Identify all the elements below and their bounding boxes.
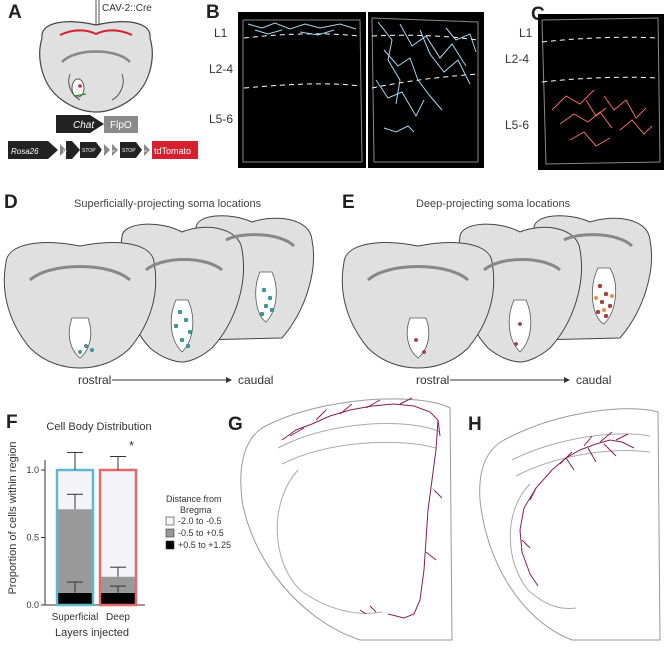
- soma-dots-e: [414, 283, 613, 355]
- layer-label-l24-b: L2-4: [209, 62, 234, 76]
- neuron-trace-g: [281, 397, 443, 619]
- bar-segment: [57, 592, 93, 605]
- x-tick-label: Deep: [106, 612, 130, 623]
- legend-title-2: Bregma: [180, 505, 212, 515]
- legend-swatch: [165, 540, 175, 550]
- legend-swatch: [165, 528, 175, 538]
- layer-label-l1-b: L1: [214, 26, 228, 40]
- flpo-label: FlpO: [110, 120, 132, 131]
- layer-label-l56-b: L5-6: [209, 112, 234, 126]
- svg-text:lox: lox: [110, 148, 115, 153]
- panel-letter-e: E: [342, 192, 355, 213]
- panel-letter-f: F: [6, 412, 18, 433]
- bar-segment: [57, 509, 93, 593]
- svg-text:frt: frt: [63, 148, 67, 153]
- section-outline-h: [479, 408, 661, 641]
- bar-segment: [100, 470, 136, 577]
- rosa26-label: Rosa26: [11, 147, 39, 156]
- panel-e-title: Deep-projecting soma locations: [416, 198, 571, 210]
- chat-arrow: [56, 115, 104, 133]
- injection-site-icon: [59, 29, 133, 36]
- caudal-label-d: caudal: [238, 373, 274, 387]
- rosa26-arrow: [8, 141, 58, 159]
- chart-title: Cell Body Distribution: [46, 421, 151, 433]
- y-ticks: 0.0 0.5 1.0: [26, 465, 45, 610]
- svg-text:STOP: STOP: [122, 148, 136, 154]
- flpo-box: [104, 116, 138, 133]
- y-axis-label: Proportion of cells within region: [7, 442, 19, 595]
- soma-dots-d: [77, 287, 275, 355]
- axon-traces-b: [247, 21, 477, 133]
- rostral-label-e: rostral: [416, 373, 450, 387]
- legend-entry: +0.5 to +1.25: [178, 540, 231, 550]
- rostral-label-d: rostral: [78, 373, 112, 387]
- soma-icon: [78, 84, 82, 88]
- tdtomato-box: [152, 141, 198, 159]
- panel-letter-b: B: [206, 2, 220, 23]
- chat-label: Chat: [73, 120, 95, 131]
- svg-text:lox: lox: [142, 148, 147, 153]
- micrograph-c: [538, 14, 664, 170]
- x-tick-label: Superficial: [52, 612, 99, 623]
- panel-letter-a: A: [8, 2, 22, 23]
- bar-segment: [100, 576, 136, 593]
- tdtomato-label: tdTomato: [154, 146, 191, 156]
- x-ticks: Superficial Deep: [52, 612, 131, 623]
- section-outline-g: [240, 398, 453, 641]
- layer-label-l56-c: L5-6: [505, 118, 530, 132]
- panel-letter-h: H: [468, 414, 482, 435]
- y-tick-label: 1.0: [26, 465, 39, 475]
- legend-entry: -0.5 to +0.5: [178, 528, 224, 538]
- panel-letter-d: D: [4, 192, 18, 213]
- neuron-trace-h: [519, 431, 635, 587]
- layer-label-l1-c: L1: [519, 26, 533, 40]
- stop-label: STOP: [82, 148, 96, 154]
- bar-segment: [100, 592, 136, 605]
- axon-traces-c: [551, 89, 653, 147]
- error-bars: [67, 451, 126, 593]
- legend-entry: -2.0 to -0.5: [178, 516, 222, 526]
- coronal-section-a: [39, 21, 153, 113]
- bars: [55, 468, 138, 607]
- legend-swatch: [165, 516, 175, 526]
- y-tick-label: 0.0: [26, 600, 39, 610]
- legend: Distance from Bregma -2.0 to -0.5 -0.5 to…: [165, 494, 231, 550]
- injection-label: CAV-2::Cre: [102, 3, 152, 14]
- x-axis-label: Layers injected: [55, 627, 129, 639]
- panel-d-title: Superficially-projecting soma locations: [74, 198, 262, 210]
- significance-marker: *: [129, 438, 134, 453]
- panel-letter-g: G: [228, 414, 243, 435]
- caudal-label-e: caudal: [576, 373, 612, 387]
- micrograph-b-left: [238, 12, 366, 168]
- y-tick-label: 0.5: [26, 533, 39, 543]
- legend-title-1: Distance from: [166, 494, 222, 504]
- svg-text:frt: frt: [101, 148, 105, 153]
- layer-label-l24-c: L2-4: [505, 52, 530, 66]
